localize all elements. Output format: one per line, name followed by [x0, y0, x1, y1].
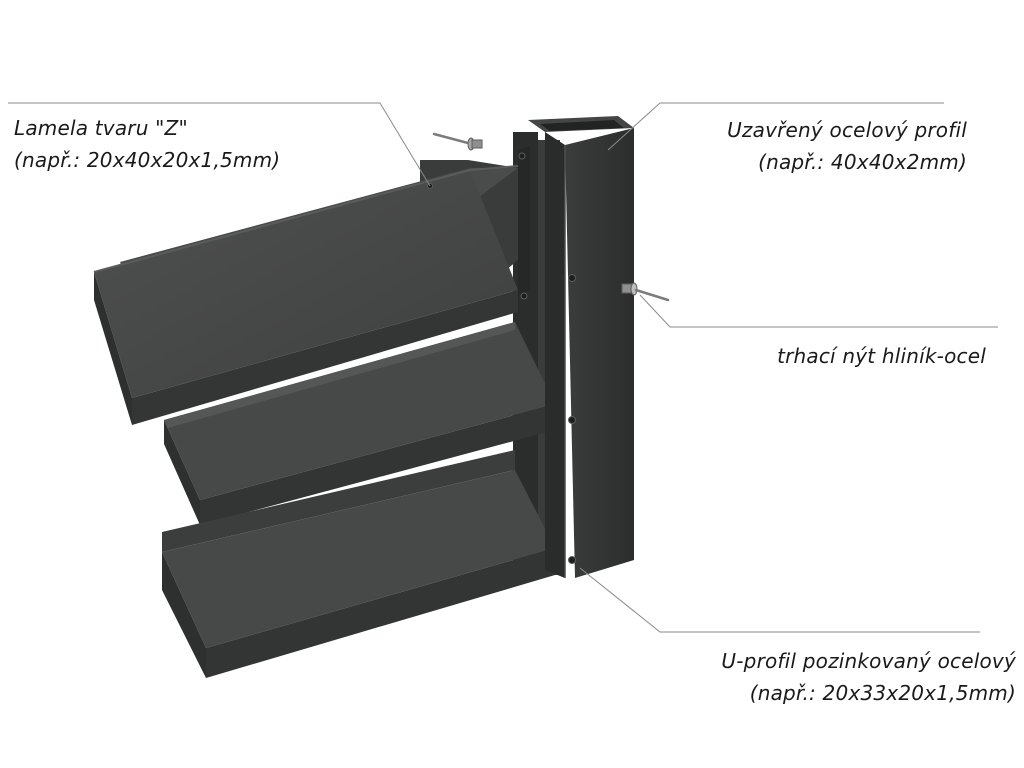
- label-u-profile-title: U-profil pozinkovaný ocelový: [721, 649, 1016, 673]
- label-rivet: trhací nýt hliník-ocel: [777, 340, 986, 372]
- label-rivet-title: trhací nýt hliník-ocel: [777, 344, 986, 368]
- leader-lines: [8, 102, 998, 633]
- leader-line-lamela: [8, 102, 431, 187]
- label-steel-profile-title: Uzavřený ocelový profil: [727, 118, 967, 142]
- z-slat-2: [164, 322, 555, 525]
- leader-line-uprofil: [579, 567, 980, 633]
- leader-line-profil: [607, 102, 944, 151]
- label-z-slat-title: Lamela tvaru "Z": [14, 116, 188, 140]
- rivet-icon: [621, 282, 670, 302]
- label-z-slat: Lamela tvaru "Z" (např.: 20x40x20x1,5mm): [14, 112, 280, 176]
- leader-line-nyt: [639, 294, 998, 328]
- z-slat-3: [162, 450, 555, 678]
- rivet-icon: [432, 132, 483, 151]
- label-z-slat-dimensions: (např.: 20x40x20x1,5mm): [14, 148, 281, 172]
- label-u-profile-dimensions: (např.: 20x33x20x1,5mm): [749, 681, 1016, 705]
- label-steel-profile: Uzavřený ocelový profil (např.: 40x40x2m…: [727, 114, 967, 178]
- label-steel-profile-dimensions: (např.: 40x40x2mm): [758, 150, 967, 174]
- steel-post: [427, 116, 634, 578]
- label-u-profile: U-profil pozinkovaný ocelový (např.: 20x…: [721, 645, 1016, 709]
- z-slat-1: [93, 160, 519, 425]
